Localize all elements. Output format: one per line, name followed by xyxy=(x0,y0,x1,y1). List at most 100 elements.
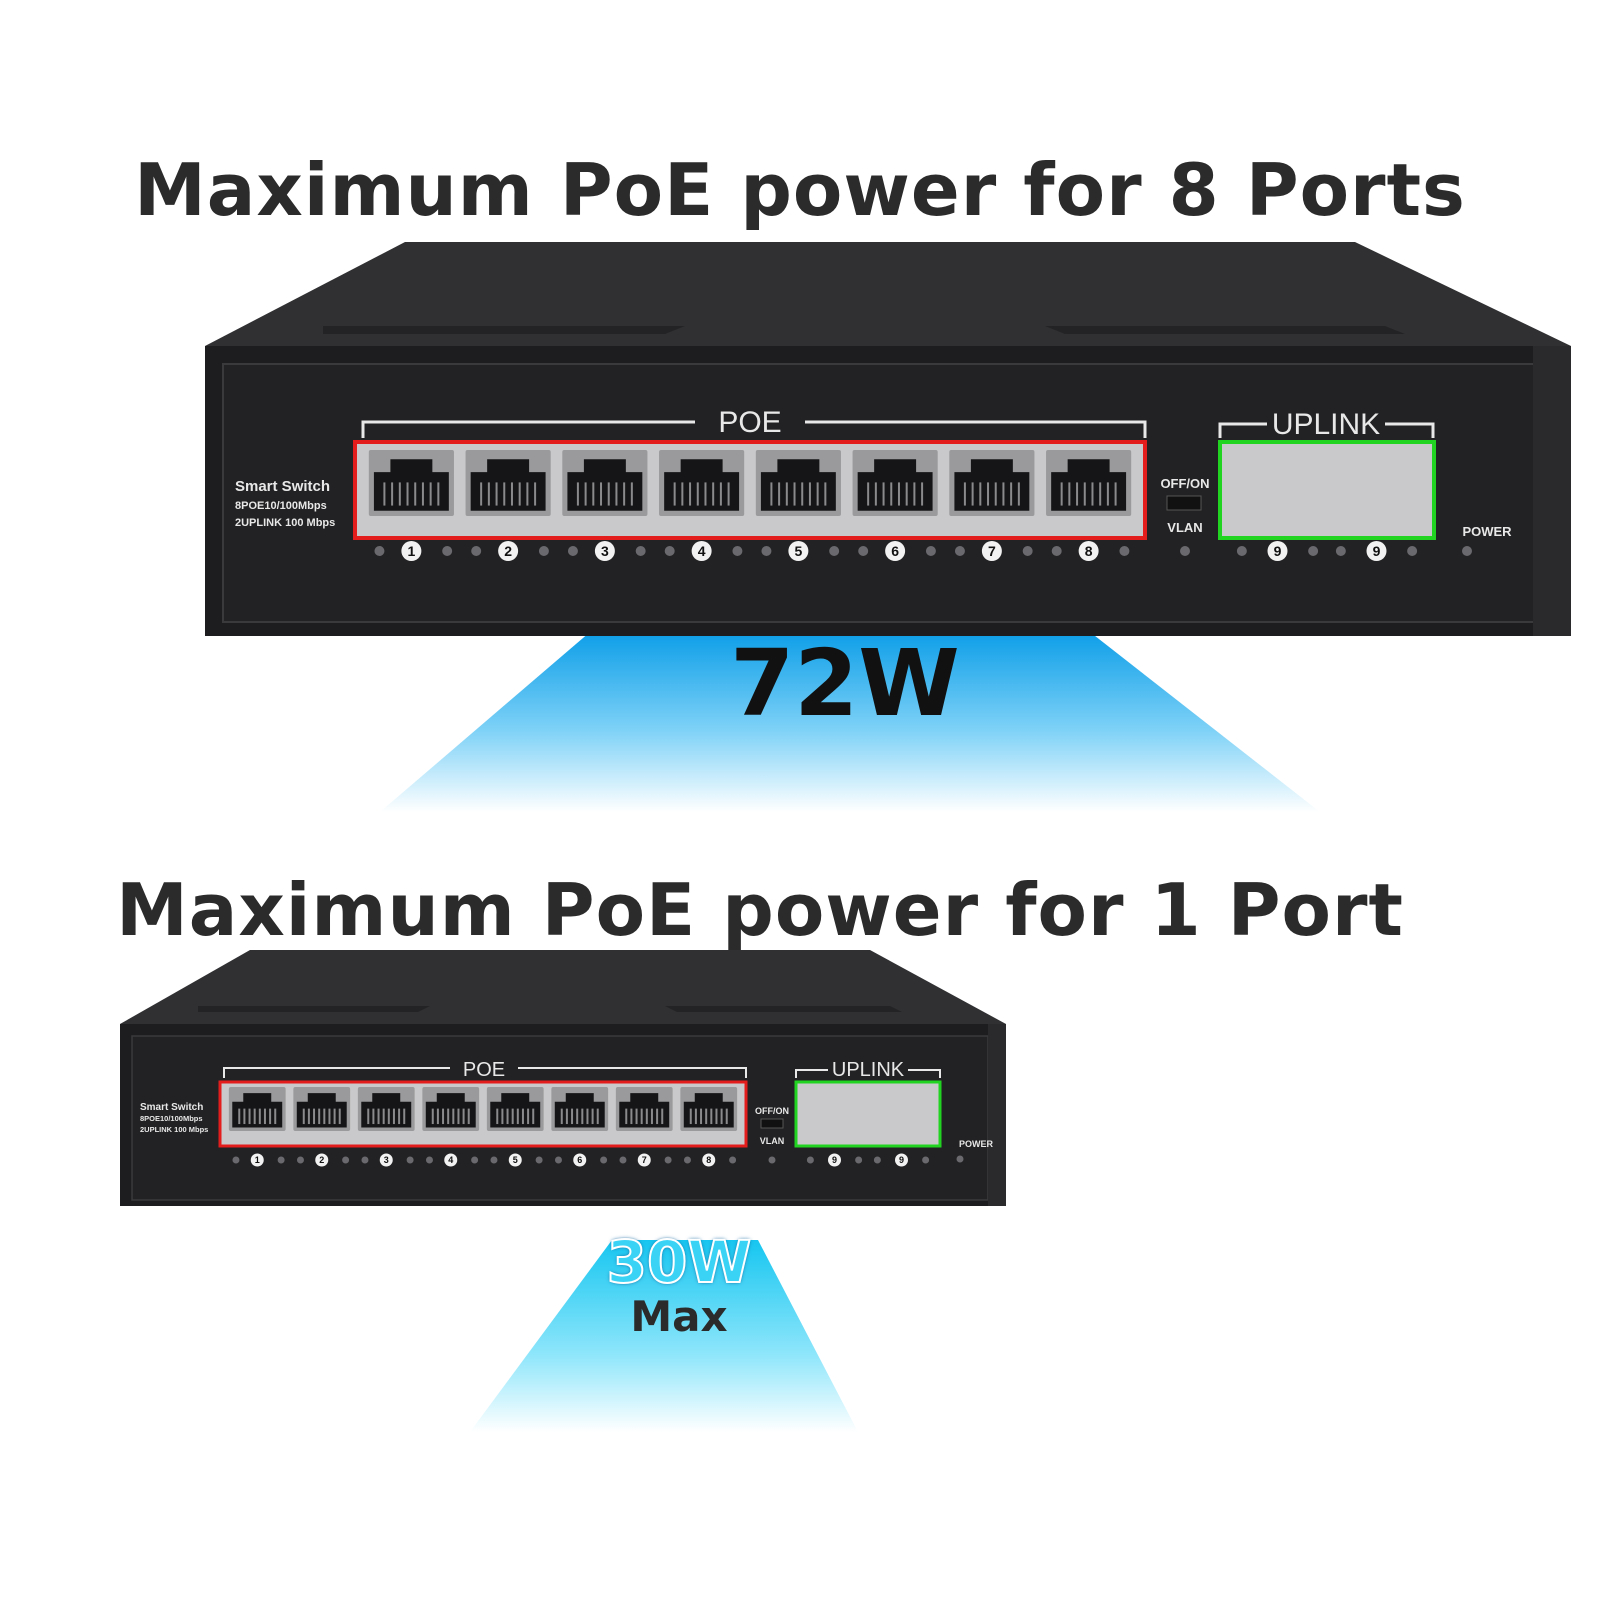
uplink-highlight-frame xyxy=(1218,440,1436,540)
toggle-label-top: OFF/ON xyxy=(755,1106,789,1116)
status-led xyxy=(374,546,385,556)
svg-text:6: 6 xyxy=(577,1155,582,1165)
vlan-led xyxy=(1180,546,1190,556)
poe-switch-large: Smart Switch 8POE10/100Mbps 2UPLINK 100 … xyxy=(205,242,1571,636)
poe-port-8[interactable] xyxy=(680,1087,738,1131)
poe-port-1[interactable] xyxy=(228,1087,286,1131)
svg-text:1: 1 xyxy=(407,543,415,559)
poe-port-6[interactable] xyxy=(551,1087,609,1131)
port-number-badge: 3 xyxy=(594,541,615,561)
svg-text:9: 9 xyxy=(1274,543,1282,559)
svg-text:6: 6 xyxy=(891,543,899,559)
svg-text:1: 1 xyxy=(255,1155,260,1165)
poe-port-7[interactable] xyxy=(949,450,1035,516)
poe-port-2[interactable] xyxy=(465,450,551,516)
power-max-label: Max xyxy=(630,1292,728,1341)
vlan-toggle-switch[interactable] xyxy=(1166,495,1202,511)
model-line-2: 8POE10/100Mbps xyxy=(140,1114,203,1123)
status-led xyxy=(683,1156,691,1164)
port-number-badge: 6 xyxy=(573,1153,587,1167)
port-number-badge: 8 xyxy=(702,1153,716,1167)
poe-port-5[interactable] xyxy=(755,450,841,516)
power-led xyxy=(1462,546,1472,556)
port-number-badge: 9 xyxy=(895,1153,908,1167)
uplink-highlight-frame xyxy=(794,1080,942,1148)
uplink-group-label: UPLINK xyxy=(832,1059,905,1081)
status-led xyxy=(538,546,549,556)
port-number-badge: 5 xyxy=(508,1153,522,1167)
poe-port-4[interactable] xyxy=(422,1087,480,1131)
status-led xyxy=(732,546,743,556)
model-line-3: 2UPLINK 100 Mbps xyxy=(140,1125,208,1134)
status-led xyxy=(425,1156,433,1164)
svg-text:3: 3 xyxy=(601,543,609,559)
port-number-badge: 7 xyxy=(637,1153,651,1167)
uplink-group-label: UPLINK xyxy=(1272,408,1380,441)
svg-text:4: 4 xyxy=(448,1155,453,1165)
svg-text:2: 2 xyxy=(319,1155,324,1165)
status-led xyxy=(829,546,840,556)
status-led xyxy=(855,1156,863,1164)
poe-highlight-frame xyxy=(353,440,1147,540)
status-led xyxy=(1335,546,1346,556)
svg-text:8: 8 xyxy=(1085,543,1093,559)
status-led xyxy=(277,1156,285,1164)
poe-port-2[interactable] xyxy=(293,1087,351,1131)
vlan-toggle-switch[interactable] xyxy=(760,1118,784,1129)
power-label: POWER xyxy=(1462,524,1512,539)
svg-text:2: 2 xyxy=(504,543,512,559)
status-led xyxy=(535,1156,543,1164)
port-number-badge: 9 xyxy=(828,1153,841,1167)
svg-text:8: 8 xyxy=(706,1155,711,1165)
status-led xyxy=(1308,546,1319,556)
port-number-badge: 9 xyxy=(1366,541,1387,561)
status-led xyxy=(490,1156,498,1164)
status-led xyxy=(471,546,482,556)
poe-port-8[interactable] xyxy=(1046,450,1132,516)
status-led xyxy=(858,546,869,556)
vlan-led xyxy=(768,1156,776,1164)
svg-text:3: 3 xyxy=(384,1155,389,1165)
status-led xyxy=(600,1156,608,1164)
poe-port-1[interactable] xyxy=(368,450,454,516)
port-number-badge: 8 xyxy=(1078,541,1099,561)
svg-text:7: 7 xyxy=(988,543,996,559)
uplink-port-bank xyxy=(796,1082,940,1146)
poe-port-3[interactable] xyxy=(357,1087,415,1131)
poe-highlight-frame xyxy=(218,1080,748,1148)
svg-text:4: 4 xyxy=(698,543,706,559)
toggle-label-top: OFF/ON xyxy=(1160,476,1209,491)
headline-8-ports: Maximum PoE power for 8 Ports xyxy=(134,148,1466,232)
status-led xyxy=(635,546,646,556)
uplink-port-bank xyxy=(1220,442,1434,538)
status-led xyxy=(954,546,965,556)
status-led xyxy=(471,1156,479,1164)
power-72w: 72W xyxy=(730,630,960,737)
poe-group-label: POE xyxy=(718,406,781,439)
headline-1-port: Maximum PoE power for 1 Port xyxy=(116,868,1404,952)
svg-text:9: 9 xyxy=(899,1155,904,1165)
status-led xyxy=(1119,546,1130,556)
status-led xyxy=(664,546,675,556)
poe-group-label: POE xyxy=(463,1059,505,1081)
status-led xyxy=(232,1156,240,1164)
svg-text:9: 9 xyxy=(832,1155,837,1165)
status-led xyxy=(342,1156,350,1164)
poe-port-4[interactable] xyxy=(659,450,745,516)
status-led xyxy=(1236,546,1247,556)
svg-text:5: 5 xyxy=(794,543,802,559)
poe-port-5[interactable] xyxy=(486,1087,544,1131)
toggle-label-bottom: VLAN xyxy=(1167,520,1202,535)
port-number-badge: 9 xyxy=(1267,541,1288,561)
status-led xyxy=(1407,546,1418,556)
status-led xyxy=(554,1156,562,1164)
poe-port-3[interactable] xyxy=(562,450,648,516)
poe-port-6[interactable] xyxy=(852,450,938,516)
port-number-badge: 4 xyxy=(444,1153,458,1167)
model-line-3: 2UPLINK 100 Mbps xyxy=(235,517,335,529)
status-led xyxy=(761,546,772,556)
status-led xyxy=(442,546,453,556)
poe-port-7[interactable] xyxy=(615,1087,673,1131)
status-led xyxy=(1022,546,1033,556)
